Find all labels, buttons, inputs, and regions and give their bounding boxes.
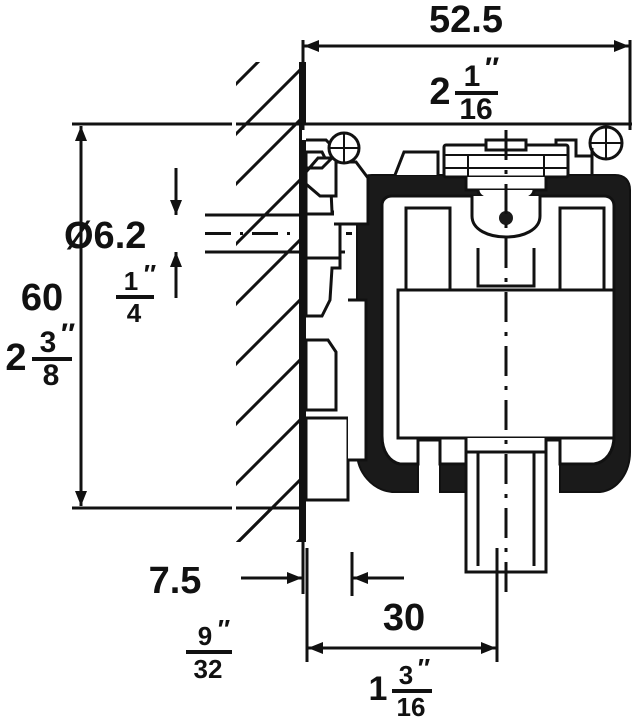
wall-face [299,62,306,542]
svg-text:16: 16 [459,93,492,126]
svg-text:″: ″ [485,52,499,85]
dim-52-5-inch: 2 1 ″ 16 [429,52,499,126]
svg-text:3: 3 [40,326,57,359]
fitting-body [302,122,632,574]
svg-text:1: 1 [369,670,388,708]
svg-text:16: 16 [397,692,426,722]
svg-text:″: ″ [218,614,230,644]
dim-bore-inch: 1 ″ 4 [116,259,156,328]
dim-60-inch: 2 3 ″ 8 [5,318,75,392]
dimension-30: 30 1 3 ″ 16 [305,548,499,722]
svg-text:3: 3 [399,660,413,690]
wall-section [236,62,306,542]
dim-7-5-inch: 9 ″ 32 [186,614,232,684]
bracket-rib [348,298,368,462]
svg-text:8: 8 [43,359,60,392]
svg-text:4: 4 [127,298,142,328]
wall-hatching-lower [236,508,304,542]
dimension-60: 60 2 3 ″ 8 [5,122,232,510]
svg-text:1: 1 [464,60,481,93]
dim-30-mm: 30 [383,597,425,639]
svg-text:2: 2 [429,71,450,113]
svg-text:9: 9 [198,621,212,651]
dimension-52-5: 52.5 2 1 ″ 16 [301,0,632,130]
svg-text:2: 2 [5,337,26,379]
dim-52-5-mm: 52.5 [429,0,503,41]
svg-text:1: 1 [124,266,138,296]
dim-30-inch: 1 3 ″ 16 [369,653,432,722]
dim-7-5-mm: 7.5 [149,560,202,602]
svg-text:″: ″ [61,318,75,351]
dim-60-mm: 60 [21,277,63,319]
svg-text:″: ″ [144,259,156,289]
bracket-step [334,160,370,226]
dimension-7-5: 7.5 9 ″ 32 [149,542,404,684]
bracket-bore-lines [306,212,342,260]
screw-detail-left [306,131,361,170]
plate-step-left [393,150,440,176]
svg-text:32: 32 [194,654,223,684]
carrier-slots [404,206,606,292]
dimension-bore: Ø6.2 1 ″ 4 [64,168,182,328]
bracket-lower-b [304,416,350,502]
bracket-lower-a [304,338,338,412]
svg-text:″: ″ [418,653,430,683]
dim-bore-mm: Ø6.2 [64,215,146,257]
